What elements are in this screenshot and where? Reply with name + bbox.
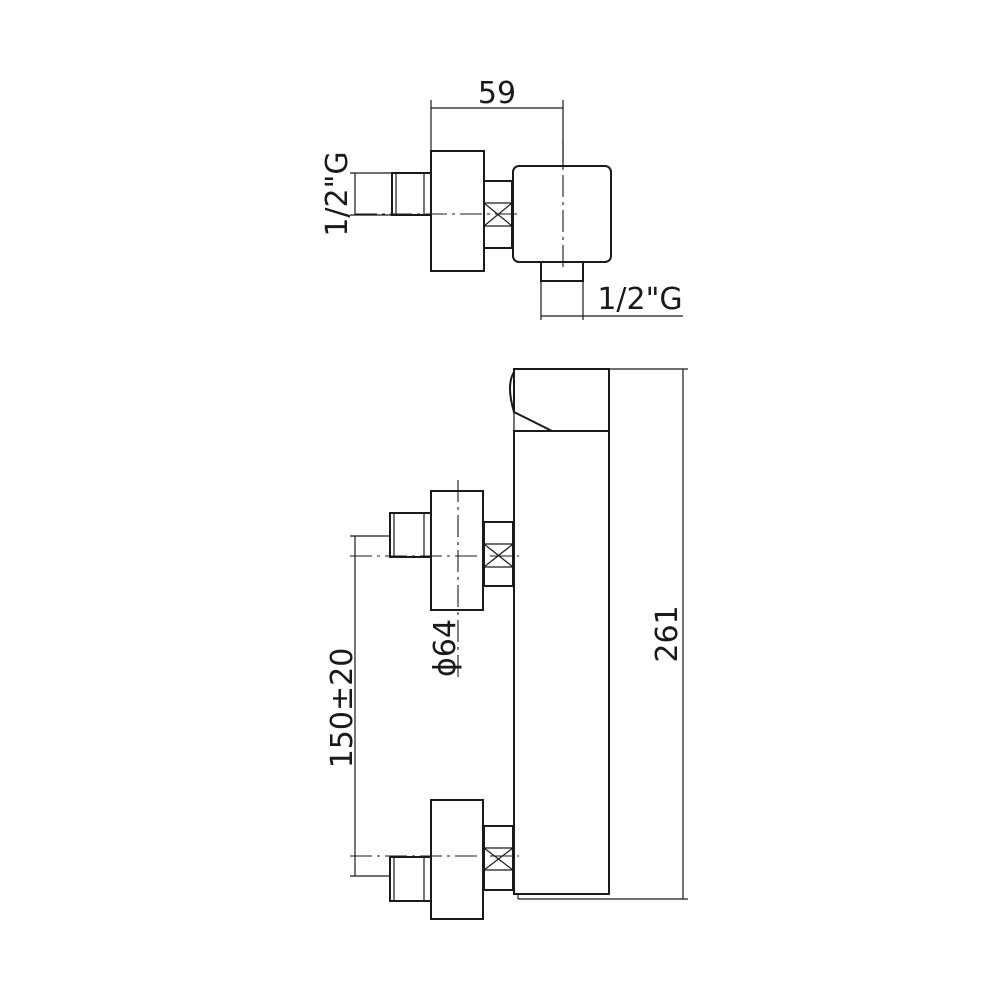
- upper-hex-nut: [483, 521, 514, 587]
- dimension-diameter: ϕ64: [428, 619, 463, 677]
- dimension-height: 261: [609, 368, 688, 900]
- dimension-center-distance-label: 150±20: [325, 648, 360, 769]
- dimension-outlet-thread-label: 1/2"G: [597, 282, 682, 317]
- mixer-body: [513, 430, 610, 895]
- upper-threaded-stub: [389, 512, 432, 558]
- control-head: [513, 368, 610, 432]
- lower-connection: [350, 799, 519, 920]
- outlet-stub: [540, 261, 584, 282]
- upper-connection: [350, 480, 519, 680]
- front-view: 150±20 ϕ64 261: [325, 368, 688, 920]
- dimension-diameter-label: ϕ64: [428, 619, 463, 677]
- lower-hex-nut: [483, 825, 514, 891]
- dimension-outlet-thread: 1/2"G: [540, 281, 683, 320]
- dimension-inlet-thread: 1/2"G: [320, 151, 392, 237]
- dimension-inlet-thread-label: 1/2"G: [320, 151, 355, 236]
- wall-flange: [430, 150, 485, 272]
- upper-flange: [430, 490, 484, 611]
- control-knob: [509, 368, 515, 413]
- mixer-body-top: [512, 165, 612, 263]
- dimension-height-label: 261: [650, 605, 685, 662]
- inlet-threaded-stub: [391, 172, 433, 216]
- dimension-center-distance: 150±20: [325, 535, 390, 877]
- lower-threaded-stub: [389, 856, 432, 902]
- lower-flange: [430, 799, 484, 920]
- dimension-top-width: 59: [430, 76, 564, 166]
- dimension-top-width-label: 59: [478, 76, 516, 111]
- top-view: 59 1/2"G 1/2": [320, 76, 683, 320]
